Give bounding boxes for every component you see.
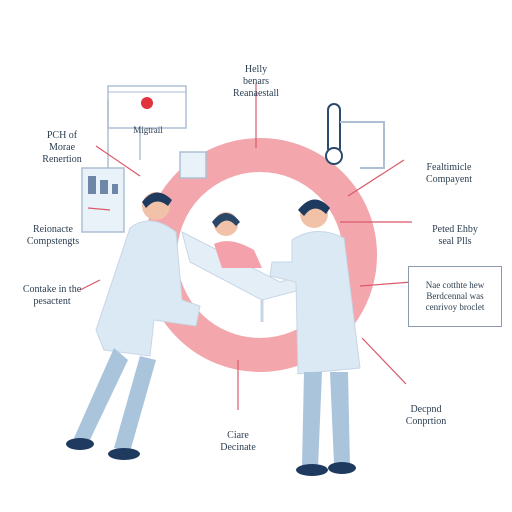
pointer-right-top (347, 159, 405, 197)
clinician-right (269, 199, 361, 476)
pointer-lines (79, 84, 413, 410)
monitor-window (107, 85, 187, 180)
patient (212, 212, 262, 268)
equipment-cabinet (81, 167, 125, 233)
record-dot-icon (141, 97, 153, 109)
thermometer-icon (325, 103, 385, 169)
label-monitor: Migtrail (133, 125, 163, 135)
pointer-right-low (361, 337, 407, 385)
clinician-left (66, 192, 201, 460)
pointer-right-box (359, 281, 413, 287)
bedside-device (179, 151, 207, 179)
pointer-left-mid (87, 207, 111, 211)
pointer-left-low (79, 279, 101, 291)
pointer-top-left (95, 145, 141, 177)
